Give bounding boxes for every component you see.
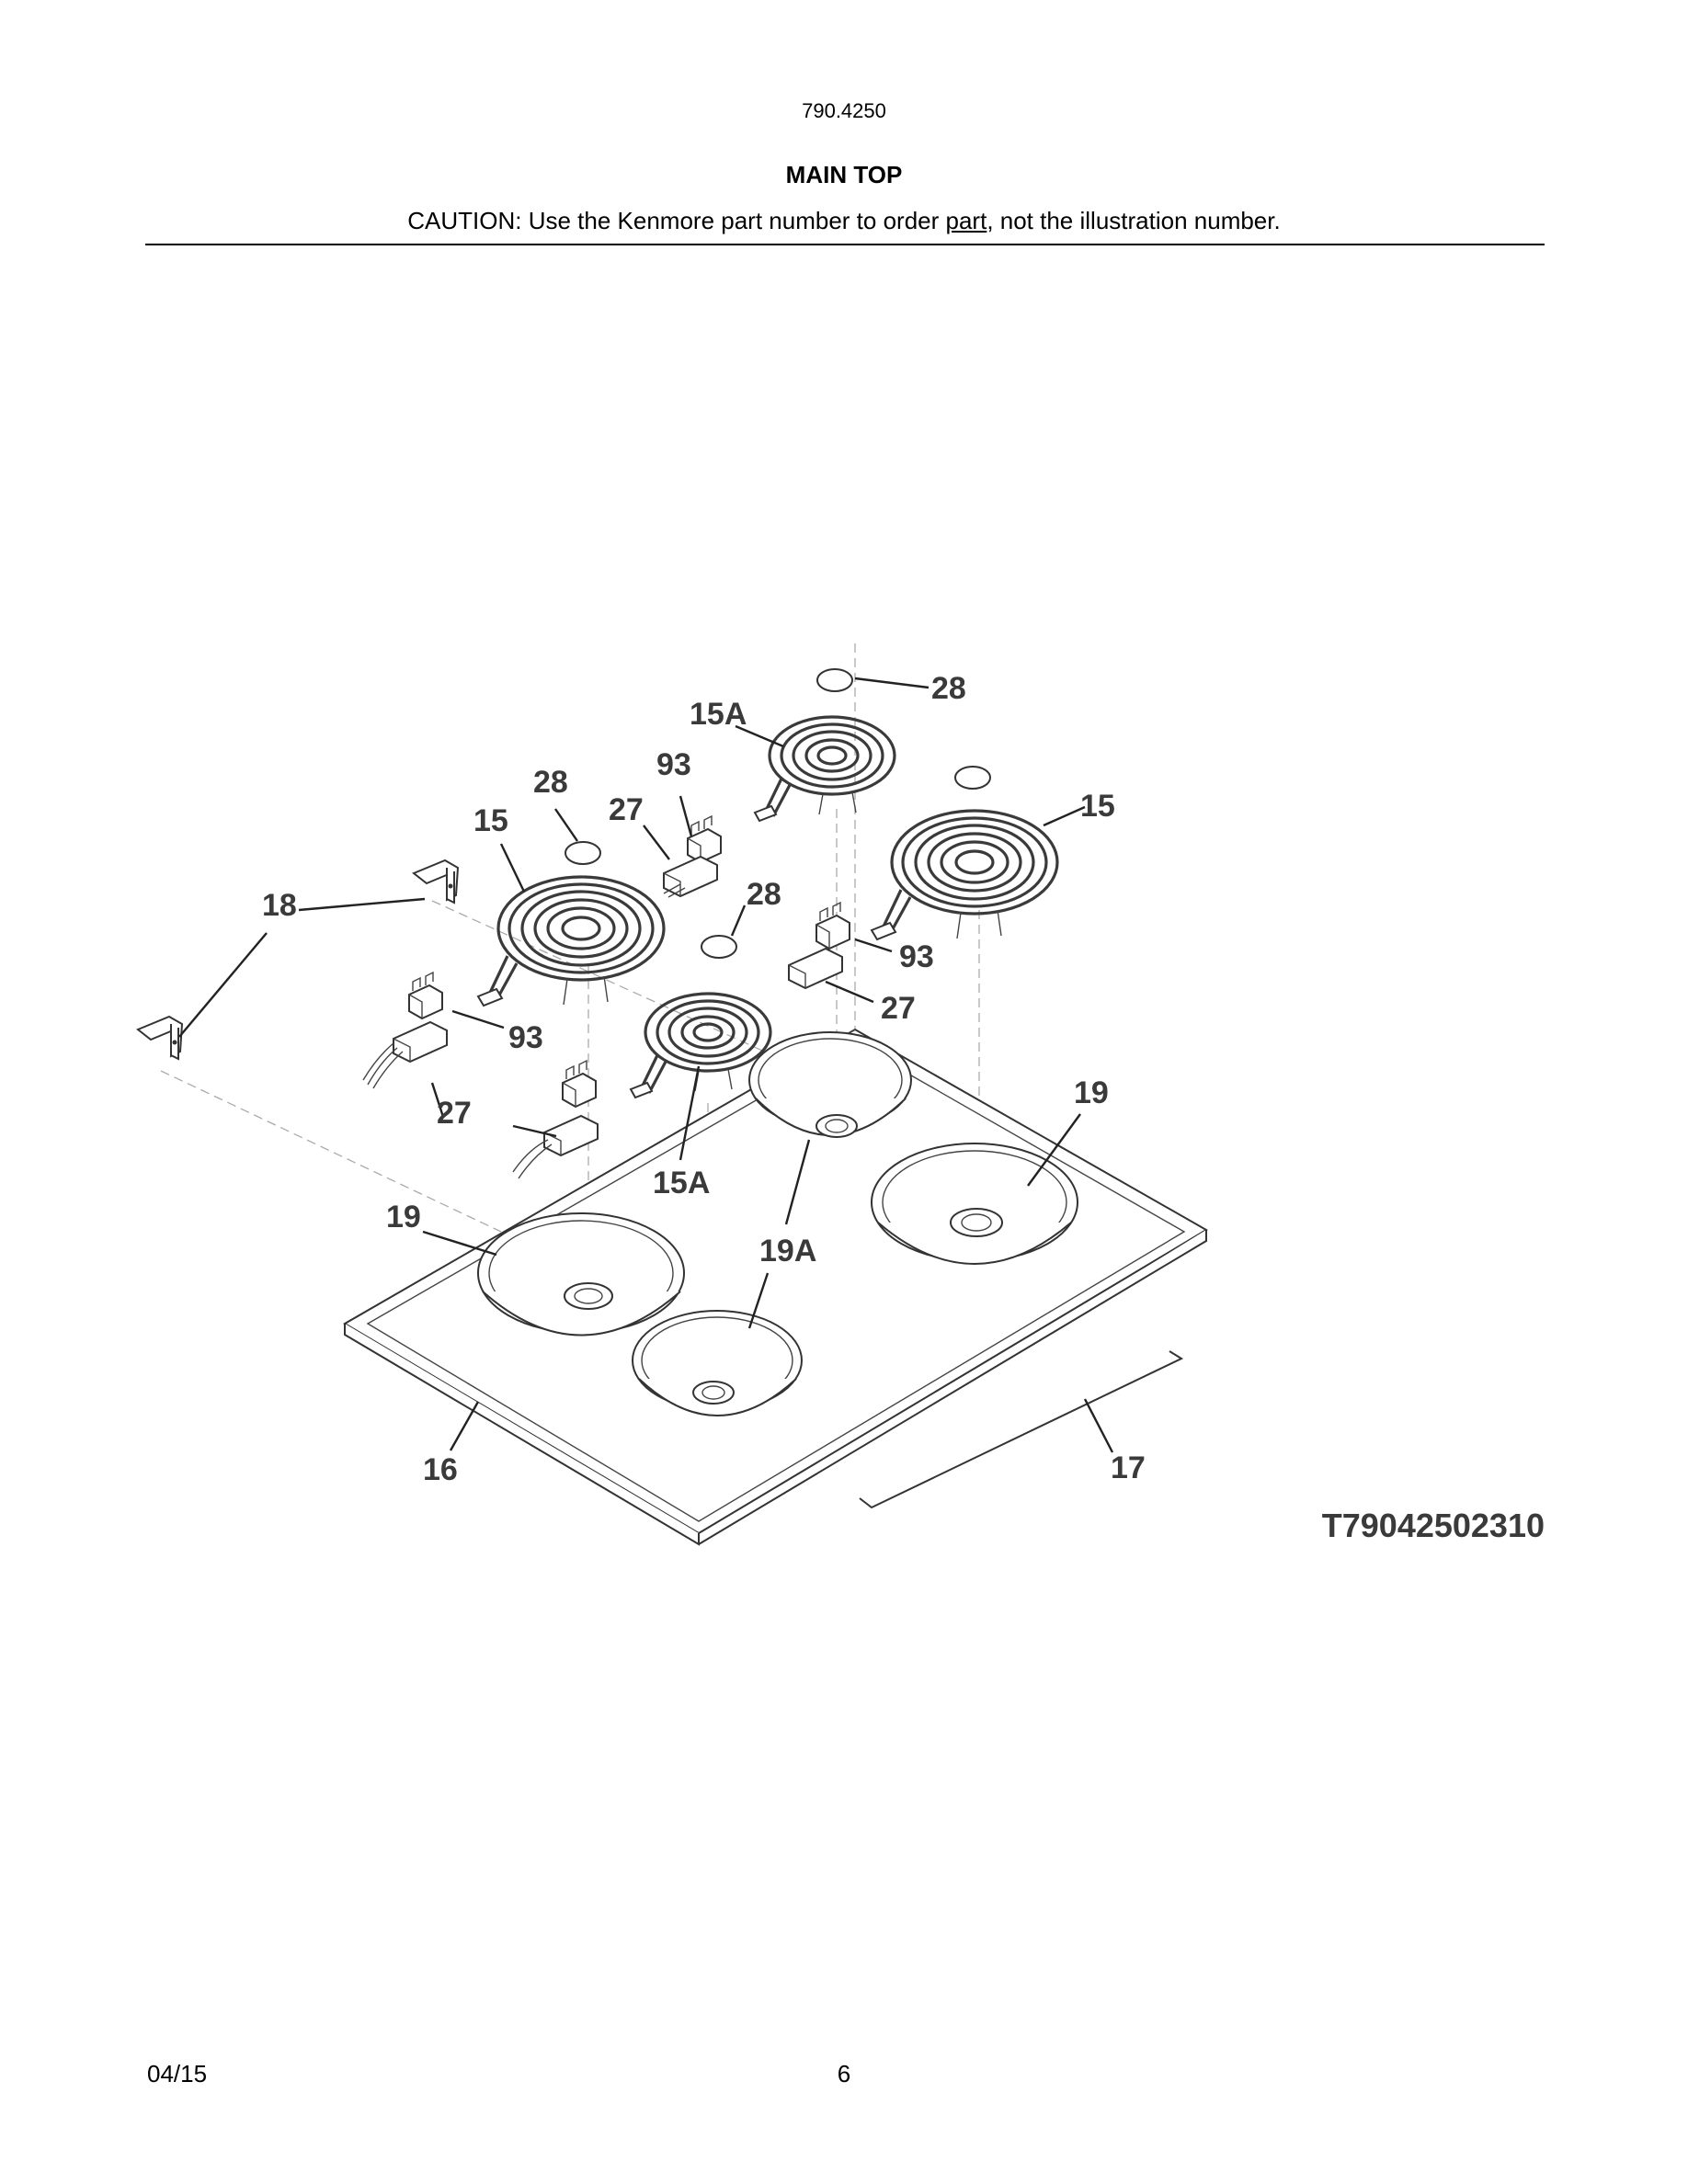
cap-28-right xyxy=(954,766,991,790)
surface-element-small-front xyxy=(629,992,772,1099)
leader-lines xyxy=(178,677,1114,1453)
caution-underlined-word: part xyxy=(945,207,987,234)
page-title: MAIN TOP xyxy=(785,161,903,188)
surface-element-large-left xyxy=(476,875,666,1007)
caution-prefix: CAUTION: Use the Kenmore part number to … xyxy=(407,207,946,234)
drip-bowl-right-front xyxy=(871,1143,1078,1265)
callout-19-left: 19 xyxy=(386,1200,421,1234)
callout-28-left: 28 xyxy=(533,765,568,800)
callout-28-top: 28 xyxy=(931,671,966,706)
bracket-18-lower xyxy=(137,1016,183,1060)
callout-15-right: 15 xyxy=(1080,789,1115,824)
callout-19A: 19A xyxy=(759,1234,816,1268)
callout-28-mid: 28 xyxy=(747,877,781,912)
callout-15A-bottom: 15A xyxy=(653,1166,710,1200)
caution-note: CAUTION: Use the Kenmore part number to … xyxy=(0,207,1688,235)
surface-element-small-rear xyxy=(753,715,896,823)
surface-element-large-right xyxy=(870,809,1059,941)
receptacle-93-right xyxy=(815,902,850,950)
callout-27-right: 27 xyxy=(881,991,916,1026)
cap-28-top xyxy=(816,668,853,692)
terminal-block-27-right xyxy=(788,948,843,989)
callout-18: 18 xyxy=(262,888,297,923)
callout-15A-top: 15A xyxy=(690,697,747,732)
drip-bowl-left-rear xyxy=(477,1212,685,1337)
trim-rod-17 xyxy=(859,1350,1184,1509)
callout-19-right: 19 xyxy=(1074,1075,1109,1110)
callout-17: 17 xyxy=(1111,1450,1146,1485)
callout-16: 16 xyxy=(423,1452,458,1487)
model-number: 790.4250 xyxy=(802,99,886,122)
callout-93-left: 93 xyxy=(508,1020,543,1055)
callout-15-left: 15 xyxy=(473,803,508,838)
revision-date: 04/15 xyxy=(147,2060,208,2087)
receptacle-93-top xyxy=(687,815,722,863)
callout-93-right: 93 xyxy=(899,939,934,974)
callout-93-top: 93 xyxy=(656,747,691,782)
callout-27-left: 27 xyxy=(437,1096,472,1131)
caution-suffix: , not the illustration number. xyxy=(987,207,1281,234)
terminal-block-27-top xyxy=(663,856,718,897)
header-divider xyxy=(145,244,1545,245)
receptacle-93-bottom xyxy=(562,1060,597,1108)
terminal-block-27-left xyxy=(393,1021,448,1063)
cap-28-mid xyxy=(701,935,737,959)
cap-28-left xyxy=(565,841,601,865)
bracket-18-upper xyxy=(413,859,459,904)
callout-27-top: 27 xyxy=(609,792,644,827)
drip-bowl-left-front xyxy=(632,1310,803,1416)
receptacle-93-left xyxy=(408,972,443,1019)
illustration-code: T79042502310 xyxy=(1322,1507,1545,1544)
drip-bowl-right-rear xyxy=(748,1031,912,1138)
page-number: 6 xyxy=(837,2060,851,2087)
